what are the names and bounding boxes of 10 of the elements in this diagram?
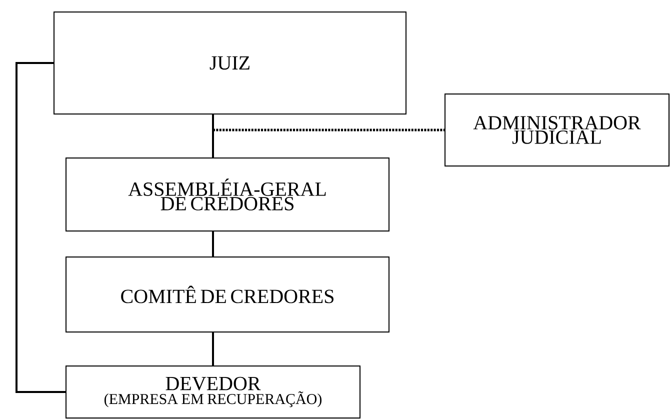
connector-line [212,232,214,256]
connector-line [16,62,66,393]
connector-line [212,114,214,158]
org-box: DEVEDOR (EMPRESA EM RECUPERAÇÃO) [66,366,360,418]
connector-line [213,128,444,132]
org-box: COMITÊ DE CREDORES [66,256,390,332]
org-box: JUIZ [54,12,406,114]
connector-line [212,332,214,366]
org-box: ASSEMBLÉIA-GERAL DE CREDORES [66,158,390,232]
org-box: ADMINISTRADOR JUDICIAL [444,94,670,166]
